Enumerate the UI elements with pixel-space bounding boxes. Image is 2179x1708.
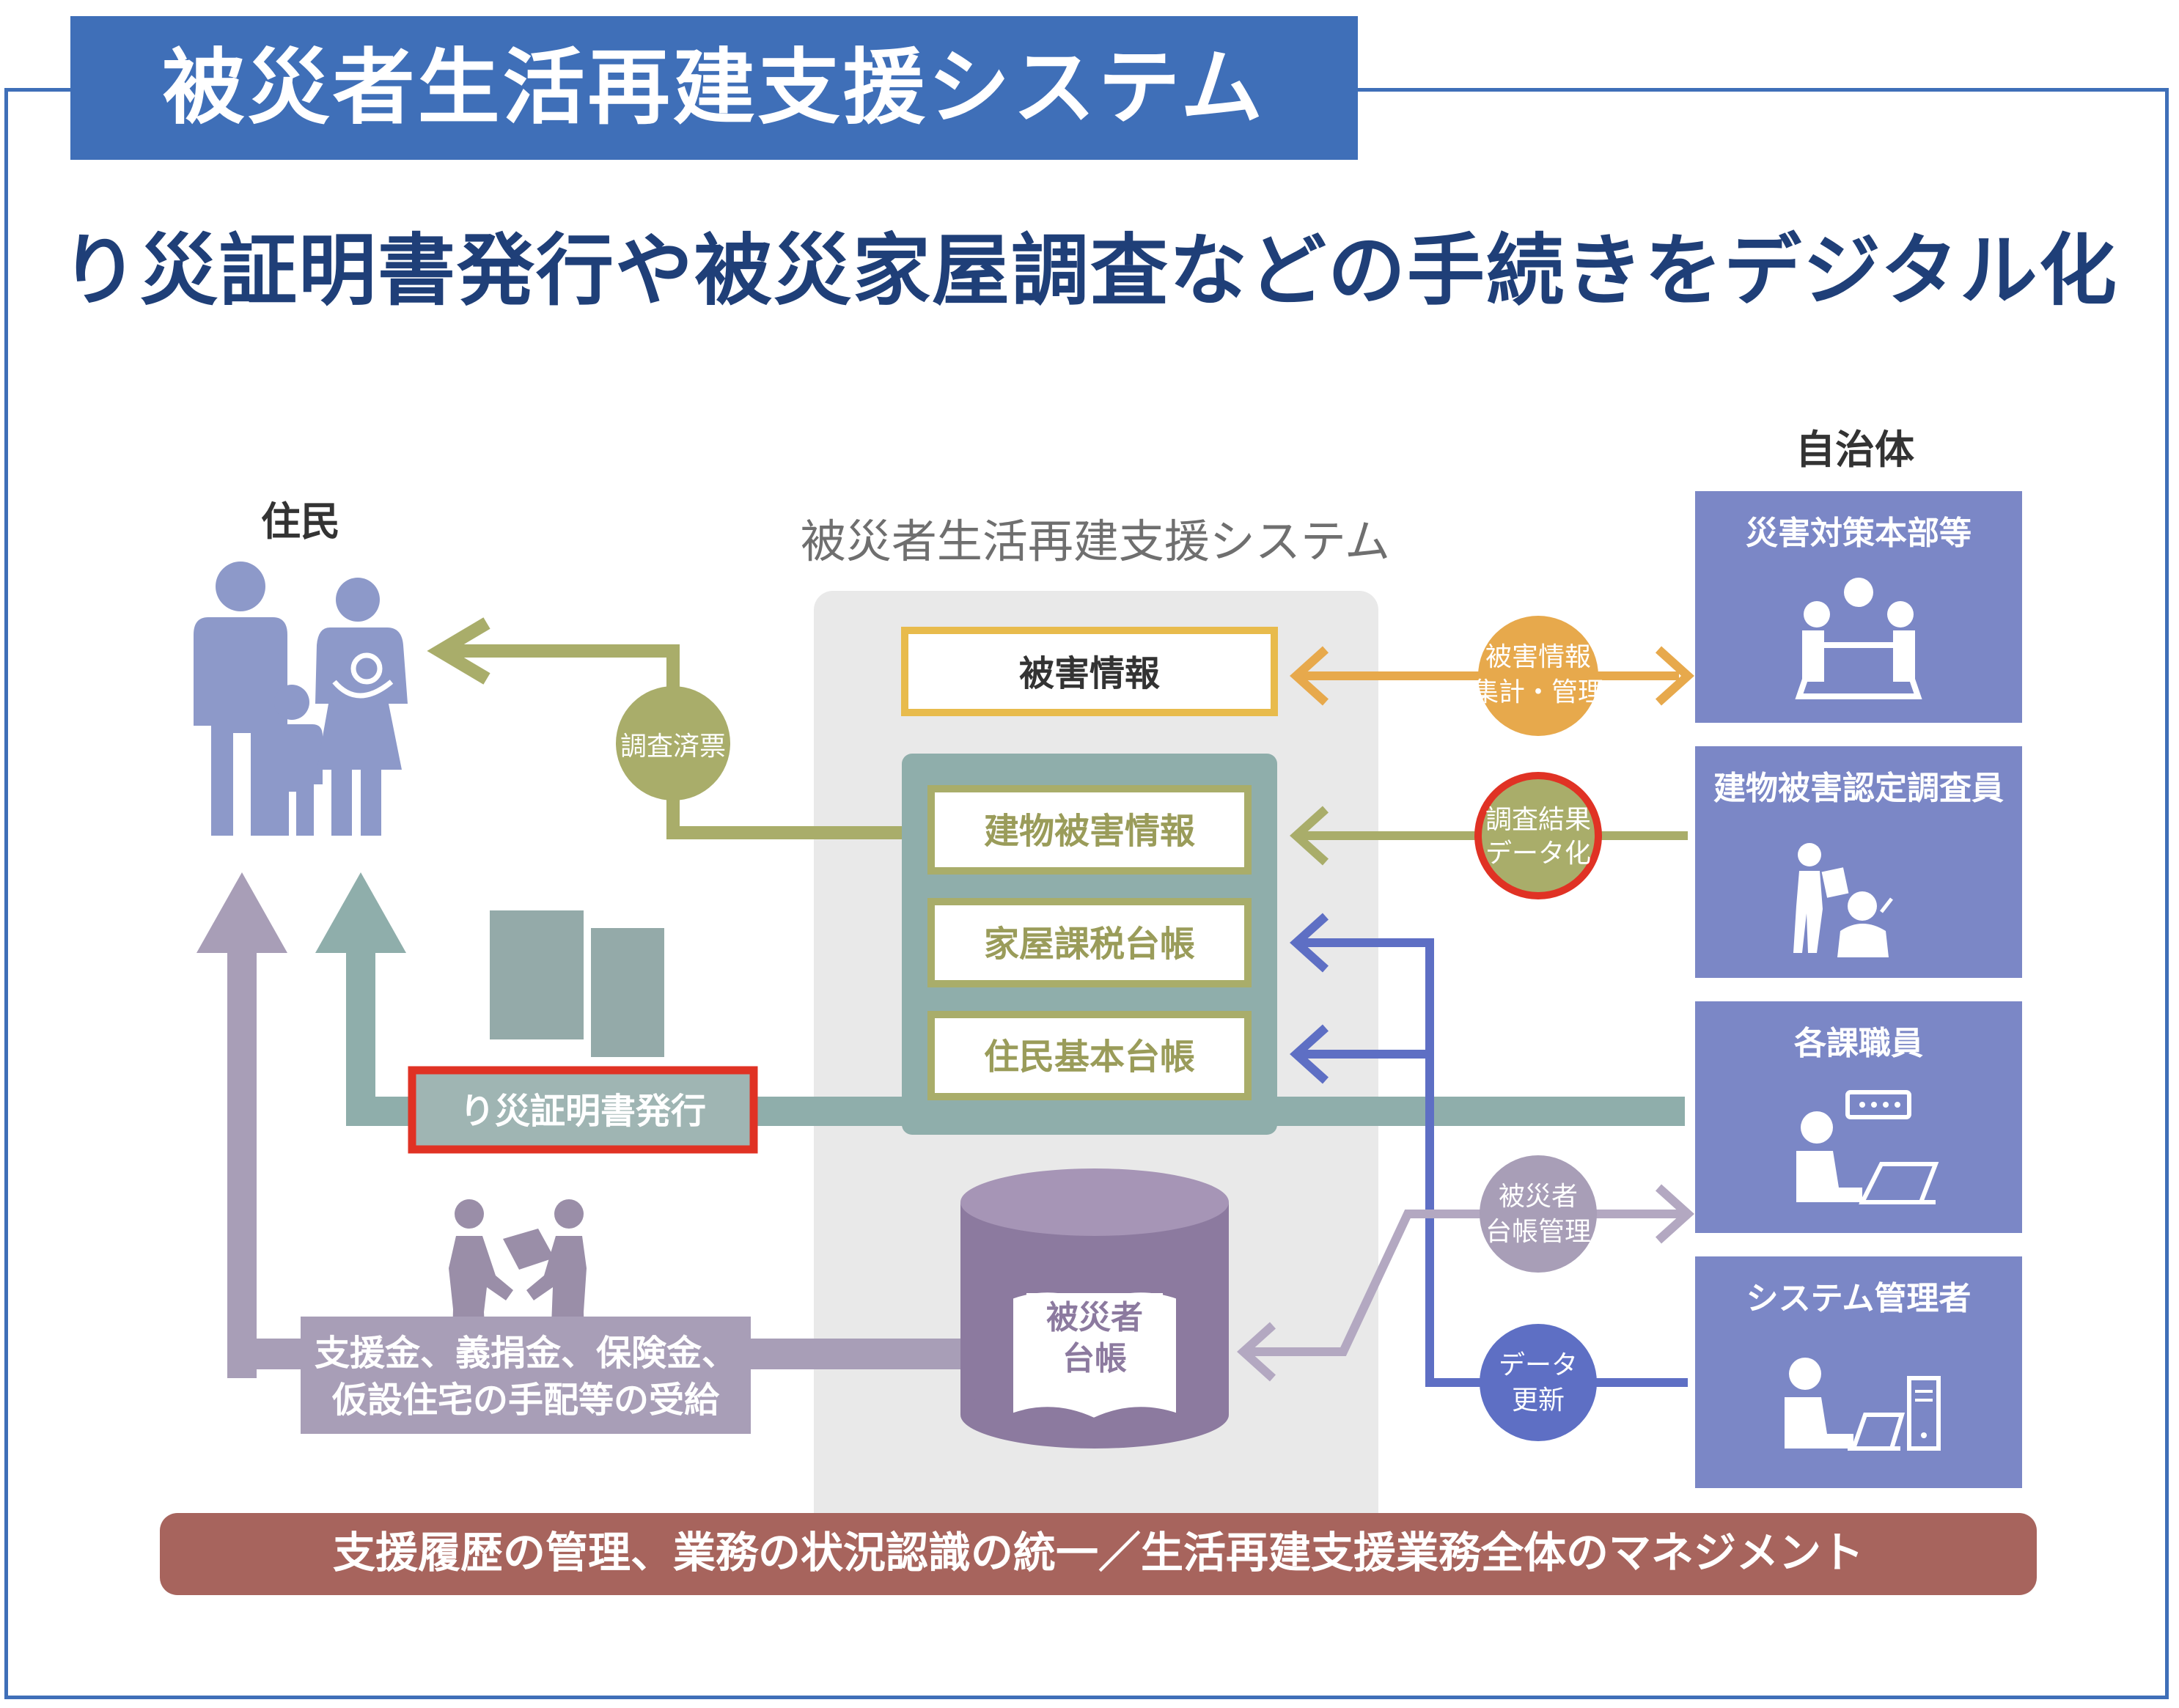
page-title: 被災者生活再建支援システム <box>162 40 1266 136</box>
hq-label: 災害対策本部等 <box>1746 515 1972 552</box>
damage-aggregation-bubble <box>1478 616 1598 736</box>
meeting-icon <box>1795 578 1922 699</box>
page-subtitle: り災証明書発行や被災家屋調査などの手続きをデジタル化 <box>61 226 2118 316</box>
survey-data-label-2: データ化 <box>1485 839 1591 869</box>
benefits-arrow-head <box>196 872 287 953</box>
data-update-label-2: 更新 <box>1512 1385 1565 1416</box>
survey-data-label-1: 調査結果 <box>1485 805 1591 835</box>
benefits-label-line2: 仮設住宅の手配等の受給 <box>331 1380 720 1421</box>
survey-done-label: 調査済票 <box>620 732 726 762</box>
benefits-arrow-stem <box>227 953 257 1378</box>
certificate-issuance-label: り災証明書発行 <box>460 1091 706 1132</box>
resident-registry-box <box>927 1011 1252 1100</box>
resident-registry-label: 住民基本台帳 <box>984 1037 1195 1078</box>
inspector-icon <box>1793 843 1893 957</box>
survey-data-bubble <box>1474 772 1602 899</box>
data-update-label-1: データ <box>1499 1350 1578 1380</box>
damage-aggregation-label-2: 集計・管理 <box>1472 677 1604 707</box>
data-update-arrowhead-1 <box>1290 913 1329 973</box>
sysadmin-label: システム管理者 <box>1746 1280 1972 1317</box>
tax-ledger-box <box>927 898 1252 987</box>
benefits-box <box>301 1317 751 1434</box>
family-icon <box>194 562 408 836</box>
baby-icon <box>332 652 394 699</box>
tax-ledger-label: 家屋課税台帳 <box>984 924 1195 965</box>
survey-data-arrowhead <box>1290 806 1329 866</box>
survey-return-arrowhead <box>427 617 490 685</box>
inspector-label: 建物被害認定調査員 <box>1713 770 2004 807</box>
damage-info-label: 被害情報 <box>1019 653 1160 694</box>
damage-aggregation-arrow-right <box>1655 646 1694 706</box>
building-damage-label: 建物被害情報 <box>984 811 1195 852</box>
building-damage-box <box>927 785 1252 875</box>
certificate-issuance-box <box>408 1066 758 1154</box>
data-update-arrowhead-2 <box>1290 1024 1329 1084</box>
ledger-management-bubble <box>1480 1155 1597 1273</box>
system-label: 被災者生活再建支援システム <box>801 515 1390 568</box>
sysadmin-icon <box>1785 1358 1941 1451</box>
management-bar <box>160 1513 2037 1595</box>
ledger-management-arrow-right <box>1655 1184 1694 1244</box>
damage-aggregation-arrow-left <box>1290 646 1329 706</box>
survey-done-bubble <box>616 686 730 800</box>
staff-icon <box>1796 1090 1939 1204</box>
staff-label: 各課職員 <box>1794 1025 1923 1062</box>
damage-info-box <box>901 627 1278 716</box>
title-banner <box>70 16 1358 160</box>
database-label-line1: 被災者 <box>1046 1299 1143 1336</box>
residents-label: 住民 <box>261 498 340 545</box>
ledger-management-arrow-left <box>1237 1322 1276 1382</box>
ledger-management-label-1: 被災者 <box>1499 1182 1578 1212</box>
data-update-bubble <box>1480 1324 1597 1441</box>
municipality-label: 自治体 <box>1796 427 1914 473</box>
management-bar-label: 支援履歴の管理、業務の状況認識の統一／生活再建支援業務全体のマネジメント <box>333 1528 1864 1578</box>
damage-aggregation-label-1: 被害情報 <box>1485 642 1591 672</box>
book-page <box>1026 1293 1163 1405</box>
database-label-line2: 台帳 <box>1062 1340 1127 1377</box>
document-icon <box>591 928 664 1057</box>
benefits-label-line1: 支援金、義捐金、保険金、 <box>315 1333 737 1374</box>
document-icon <box>490 910 584 1039</box>
certificate-arrow-head <box>315 872 406 953</box>
ledger-management-label-2: 台帳管理 <box>1485 1217 1591 1247</box>
